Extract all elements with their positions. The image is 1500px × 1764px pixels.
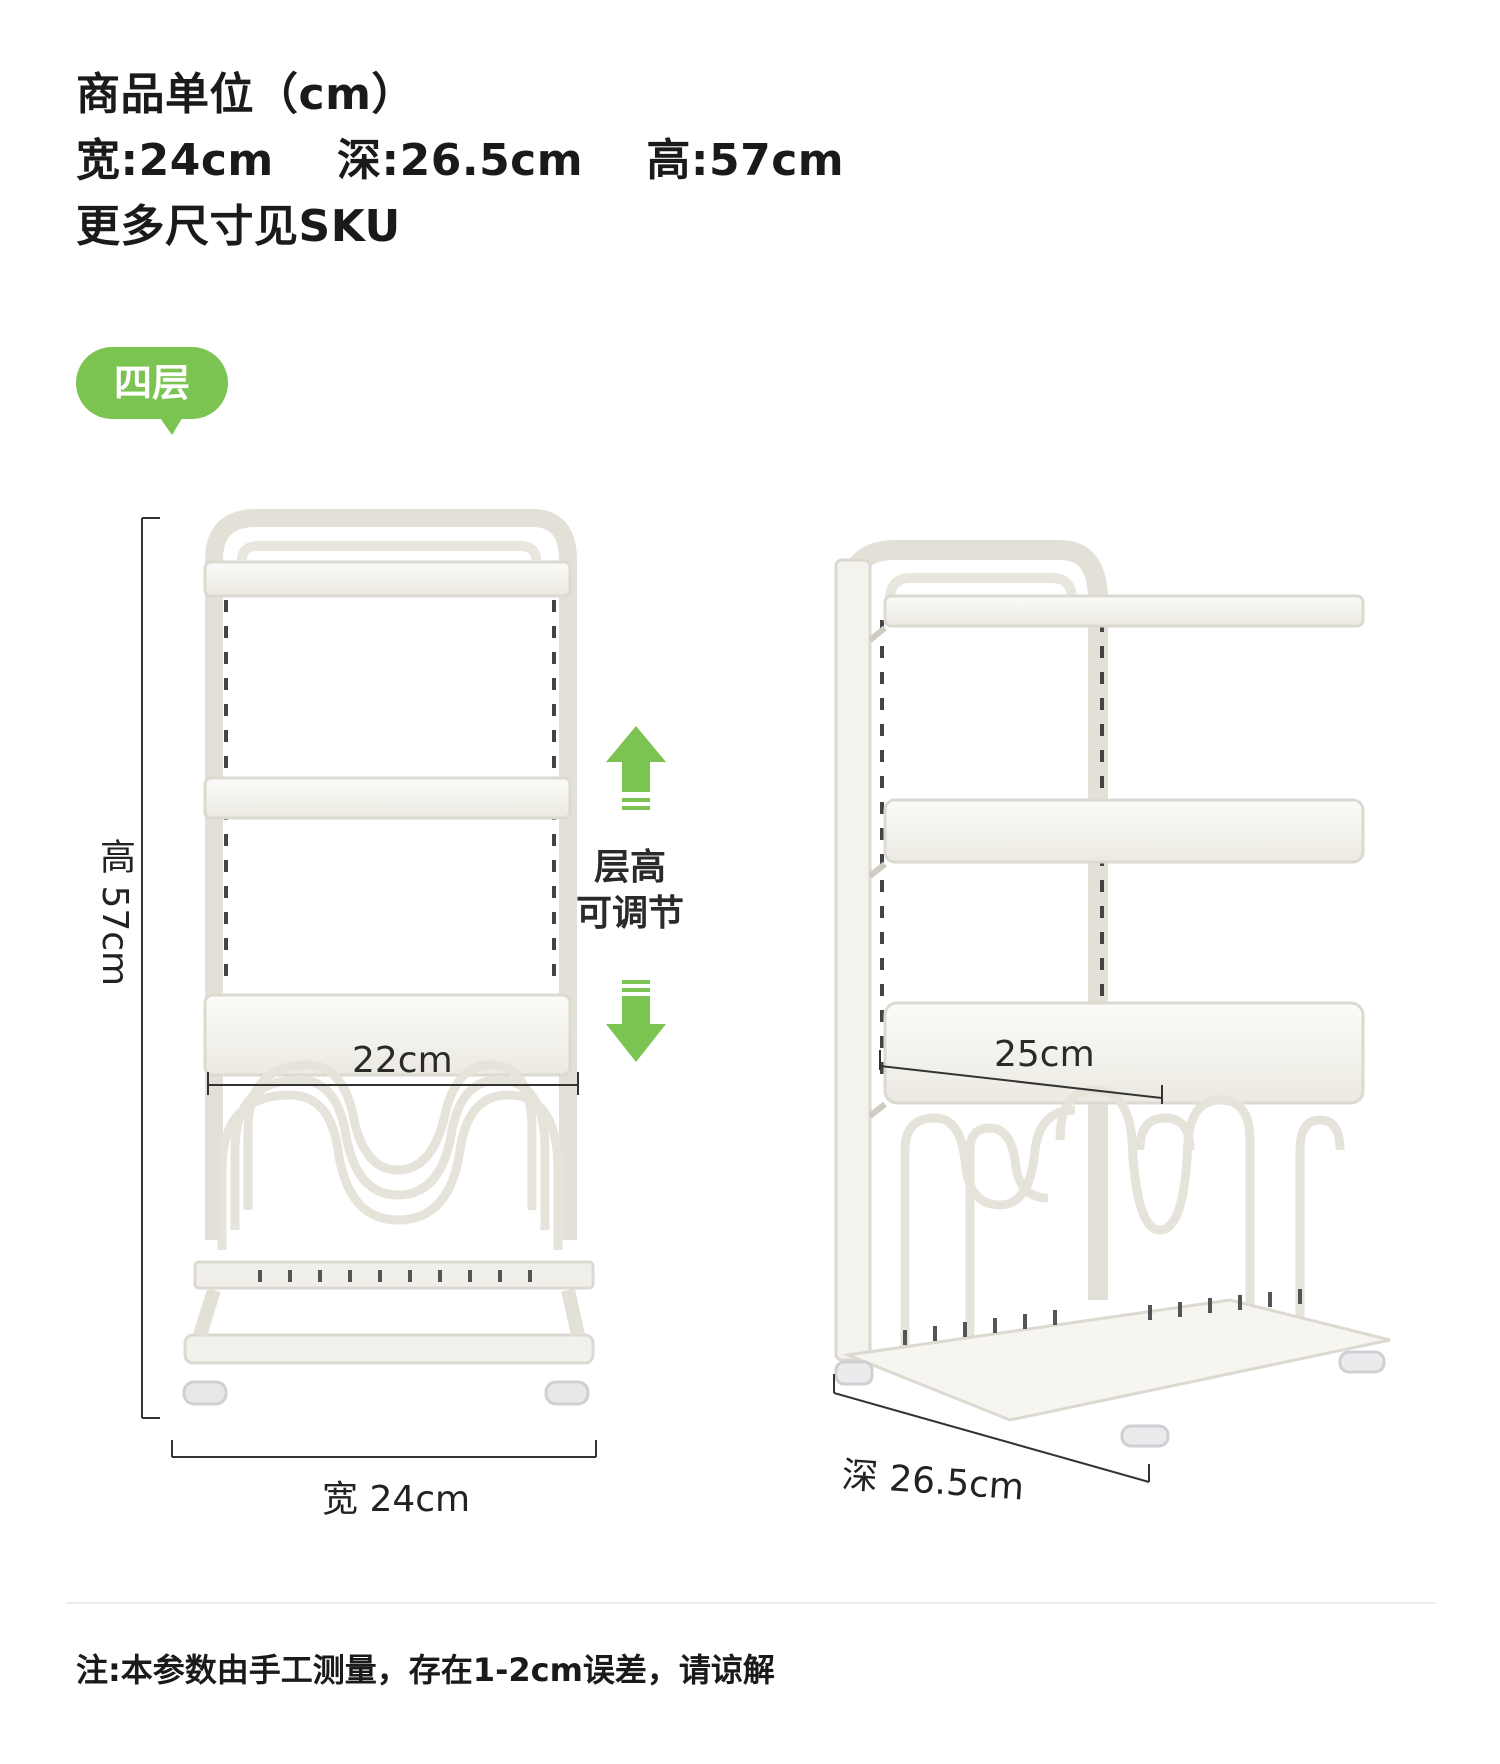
shelf-width-label: 22cm xyxy=(352,1040,453,1081)
header: 商品单位（cm） 宽:24cm 深:26.5cm 高:57cm 更多尺寸见SKU xyxy=(76,62,844,260)
shelf-depth-label: 25cm xyxy=(994,1034,1095,1075)
shelf-width-dimension-line xyxy=(207,1072,579,1095)
adjust-label-line1: 层高 xyxy=(593,847,666,888)
arrow-up-icon xyxy=(606,726,666,810)
width-label: 宽 24cm xyxy=(322,1479,471,1520)
unit-title: 商品单位（cm） xyxy=(76,69,416,120)
front-rack-illustration xyxy=(182,509,595,1406)
dimensions-summary: 宽:24cm 深:26.5cm 高:57cm xyxy=(76,135,845,186)
tier-badge: 四层 xyxy=(76,347,236,439)
tier-badge-label: 四层 xyxy=(113,361,190,405)
shelf-depth-dimension-line xyxy=(879,1050,1163,1104)
adjust-label-line2: 可调节 xyxy=(575,893,684,934)
width-dimension-line xyxy=(171,1440,597,1458)
depth-dimension-line xyxy=(833,1374,1150,1483)
footer-divider xyxy=(66,1602,1436,1604)
measurement-disclaimer: 注:本参数由手工测量，存在1-2cm误差，请谅解 xyxy=(76,1651,775,1689)
adjustable-height-label: 层高 可调节 xyxy=(570,845,690,937)
side-rack-illustration xyxy=(834,540,1391,1448)
arrow-down-icon xyxy=(606,980,666,1062)
height-label: 高 57cm xyxy=(94,838,135,987)
height-dimension-line xyxy=(141,517,160,1419)
speech-bubble-icon xyxy=(76,347,228,435)
sku-note: 更多尺寸见SKU xyxy=(76,201,401,252)
